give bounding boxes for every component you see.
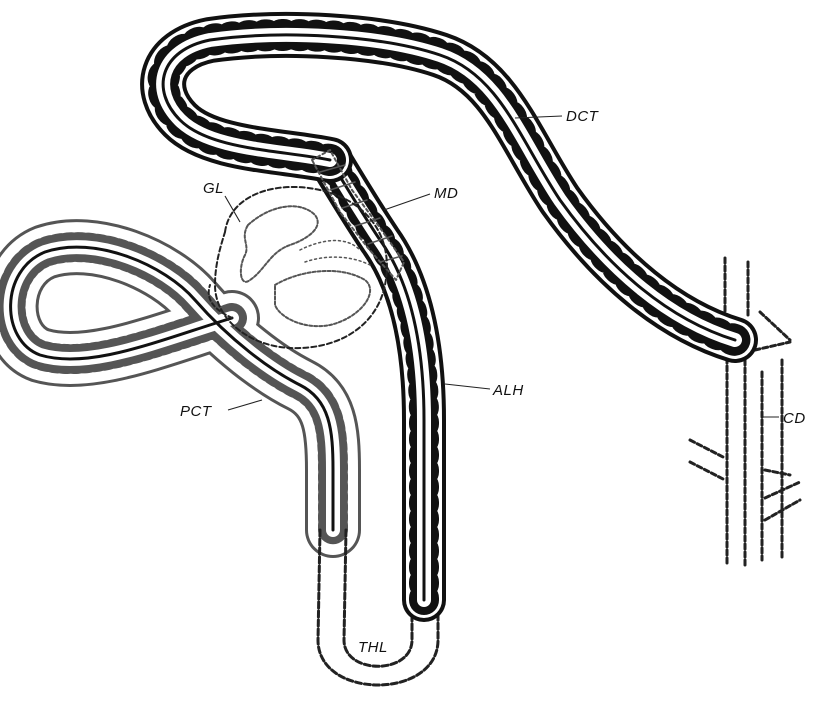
label-pct: PCT	[180, 403, 213, 420]
leader-pct	[228, 400, 262, 410]
label-thl: THL	[358, 639, 388, 656]
leader-alh	[445, 384, 490, 389]
proximal-convoluted-tubule	[11, 247, 333, 530]
label-gl: GL	[203, 180, 224, 197]
label-cd: CD	[783, 410, 806, 427]
leader-gl	[225, 196, 240, 222]
label-alh: ALH	[492, 382, 524, 399]
label-dct: DCT	[566, 108, 600, 125]
label-md: MD	[434, 185, 458, 202]
leader-md	[384, 194, 430, 210]
